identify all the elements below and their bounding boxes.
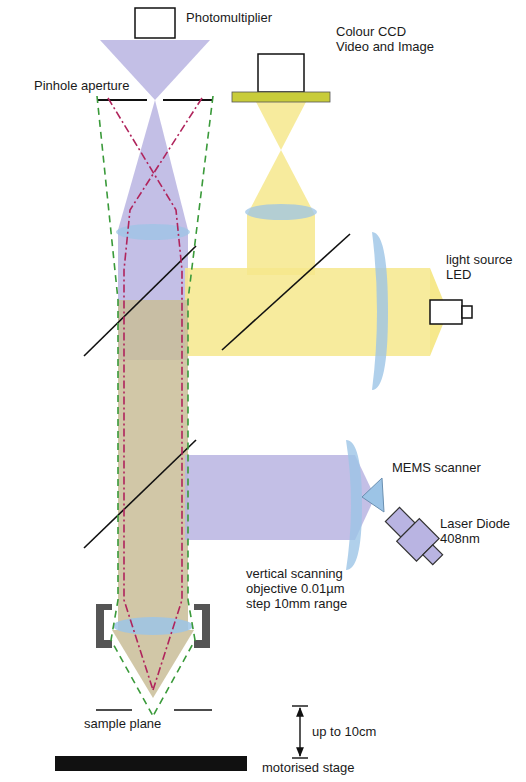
ray-red (108, 98, 182, 690)
laser-beam (185, 455, 355, 540)
pinhole-plate (98, 99, 147, 101)
component-label: vertical scanning objective 0.01µm step … (246, 566, 352, 611)
component-label: sample plane (84, 716, 194, 731)
led-beam (185, 268, 430, 356)
component-label: Photomultiplier (186, 10, 306, 25)
led-body (430, 300, 462, 324)
component-label: light source LED (446, 252, 520, 282)
component-label: motorised stage (262, 760, 382, 775)
range-arrow (299, 708, 300, 756)
motorised-stage (55, 756, 247, 771)
ray-green (97, 96, 153, 716)
component-label: Colour CCD Video and Image (336, 24, 440, 54)
ray-green (153, 96, 213, 716)
objective-holder-right (194, 604, 210, 648)
component-label: MEMS scanner (392, 460, 502, 475)
laser-lens (346, 440, 362, 570)
range-tick (292, 757, 308, 758)
laser-diode (381, 503, 449, 571)
beam-splitter (84, 246, 196, 356)
led-base (462, 306, 472, 318)
ccd-sensor (232, 92, 330, 102)
sample-plane (96, 709, 132, 711)
pinhole-cone (118, 100, 188, 230)
beam-splitter (84, 440, 196, 548)
objective-holder-left (96, 604, 112, 648)
combined-beam (118, 300, 188, 630)
component-label: Laser Diode 408nm (440, 516, 520, 546)
objective-lens (113, 617, 193, 635)
component-label: Pinhole aperture (34, 78, 154, 93)
mems-mirror (362, 478, 384, 512)
led-lens (372, 232, 388, 390)
ccd-beam (247, 215, 315, 275)
pinhole-plate (163, 99, 212, 101)
ray-red (124, 98, 202, 690)
ccd-lens (245, 204, 317, 220)
ccd-box (258, 54, 304, 92)
ccd-cone-b (255, 100, 307, 150)
sample-plane (174, 709, 212, 711)
mirror (222, 234, 350, 350)
photomultiplier-box (135, 8, 175, 38)
dimension-label: up to 10cm (312, 724, 412, 739)
range-tick (292, 705, 308, 706)
